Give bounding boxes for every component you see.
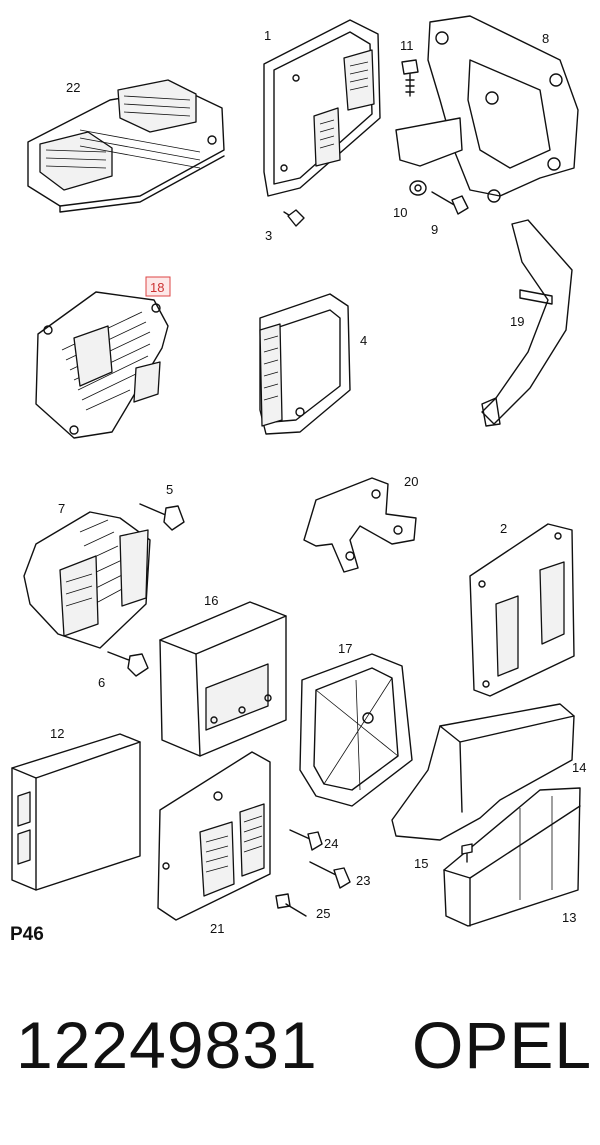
callout-22: 22 xyxy=(66,80,80,95)
callout-20: 20 xyxy=(404,474,418,489)
callout-9: 9 xyxy=(431,222,438,237)
callout-16: 16 xyxy=(204,593,218,608)
callout-1: 1 xyxy=(264,28,271,43)
part-7-finned-ecu[interactable] xyxy=(23,511,151,649)
part-5-bolt[interactable] xyxy=(139,503,185,531)
part-22-ecu-board[interactable] xyxy=(27,79,225,213)
callout-25: 25 xyxy=(316,906,330,921)
callout-15: 15 xyxy=(414,856,428,871)
callout-6: 6 xyxy=(98,675,105,690)
part-19-strap[interactable] xyxy=(481,219,573,427)
part-9-bolt[interactable] xyxy=(431,191,469,215)
part-3-bolt[interactable] xyxy=(283,209,305,227)
part-11-screw[interactable] xyxy=(401,59,419,97)
callout-4: 4 xyxy=(360,333,367,348)
callout-7: 7 xyxy=(58,501,65,516)
part-2-ecu-cover[interactable] xyxy=(469,523,575,697)
callout-2: 2 xyxy=(500,521,507,536)
callout-19: 19 xyxy=(510,314,524,329)
part-14-cover[interactable] xyxy=(391,703,575,841)
callout-17: 17 xyxy=(338,641,352,656)
part-12-box-module[interactable] xyxy=(11,733,141,891)
part-13-tray[interactable] xyxy=(443,787,581,927)
brand-name: OPEL xyxy=(412,1008,593,1082)
callout-8: 8 xyxy=(542,31,549,46)
callout-12: 12 xyxy=(50,726,64,741)
part-17-ribbed-housing[interactable] xyxy=(299,653,413,807)
part-number: 12249831 xyxy=(16,1008,318,1082)
part-23-bolt[interactable] xyxy=(309,861,351,889)
part-6-bolt[interactable] xyxy=(107,651,149,677)
part-8-bracket[interactable] xyxy=(395,15,579,203)
callout-13: 13 xyxy=(562,910,576,925)
part-20-small-bracket[interactable] xyxy=(303,477,417,573)
callout-11: 11 xyxy=(400,38,414,53)
part-10-washer[interactable] xyxy=(409,180,427,196)
part-15-small-screw[interactable] xyxy=(461,843,473,863)
part-24-bolt[interactable] xyxy=(289,829,323,851)
highlight-box-18 xyxy=(145,276,171,297)
callout-14: 14 xyxy=(572,760,586,775)
sheet-code: P46 xyxy=(10,924,44,945)
callout-10: 10 xyxy=(393,205,407,220)
part-18-finned-ecu[interactable] xyxy=(35,291,169,439)
callout-18: 18 xyxy=(150,280,164,295)
part-4-ecu-frame[interactable] xyxy=(259,293,351,435)
part-1-ecu-housing[interactable] xyxy=(263,19,381,197)
callout-labels: 1 2 3 4 5 6 7 8 9 10 11 12 13 14 15 16 1… xyxy=(50,28,586,936)
callout-21: 21 xyxy=(210,921,224,936)
callout-23: 23 xyxy=(356,873,370,888)
callout-3: 3 xyxy=(265,228,272,243)
callout-5: 5 xyxy=(166,482,173,497)
part-25-screw[interactable] xyxy=(275,893,307,917)
part-21-ecu[interactable] xyxy=(157,751,271,921)
callout-24: 24 xyxy=(324,836,338,851)
part-16-box-ecu[interactable] xyxy=(159,601,287,757)
